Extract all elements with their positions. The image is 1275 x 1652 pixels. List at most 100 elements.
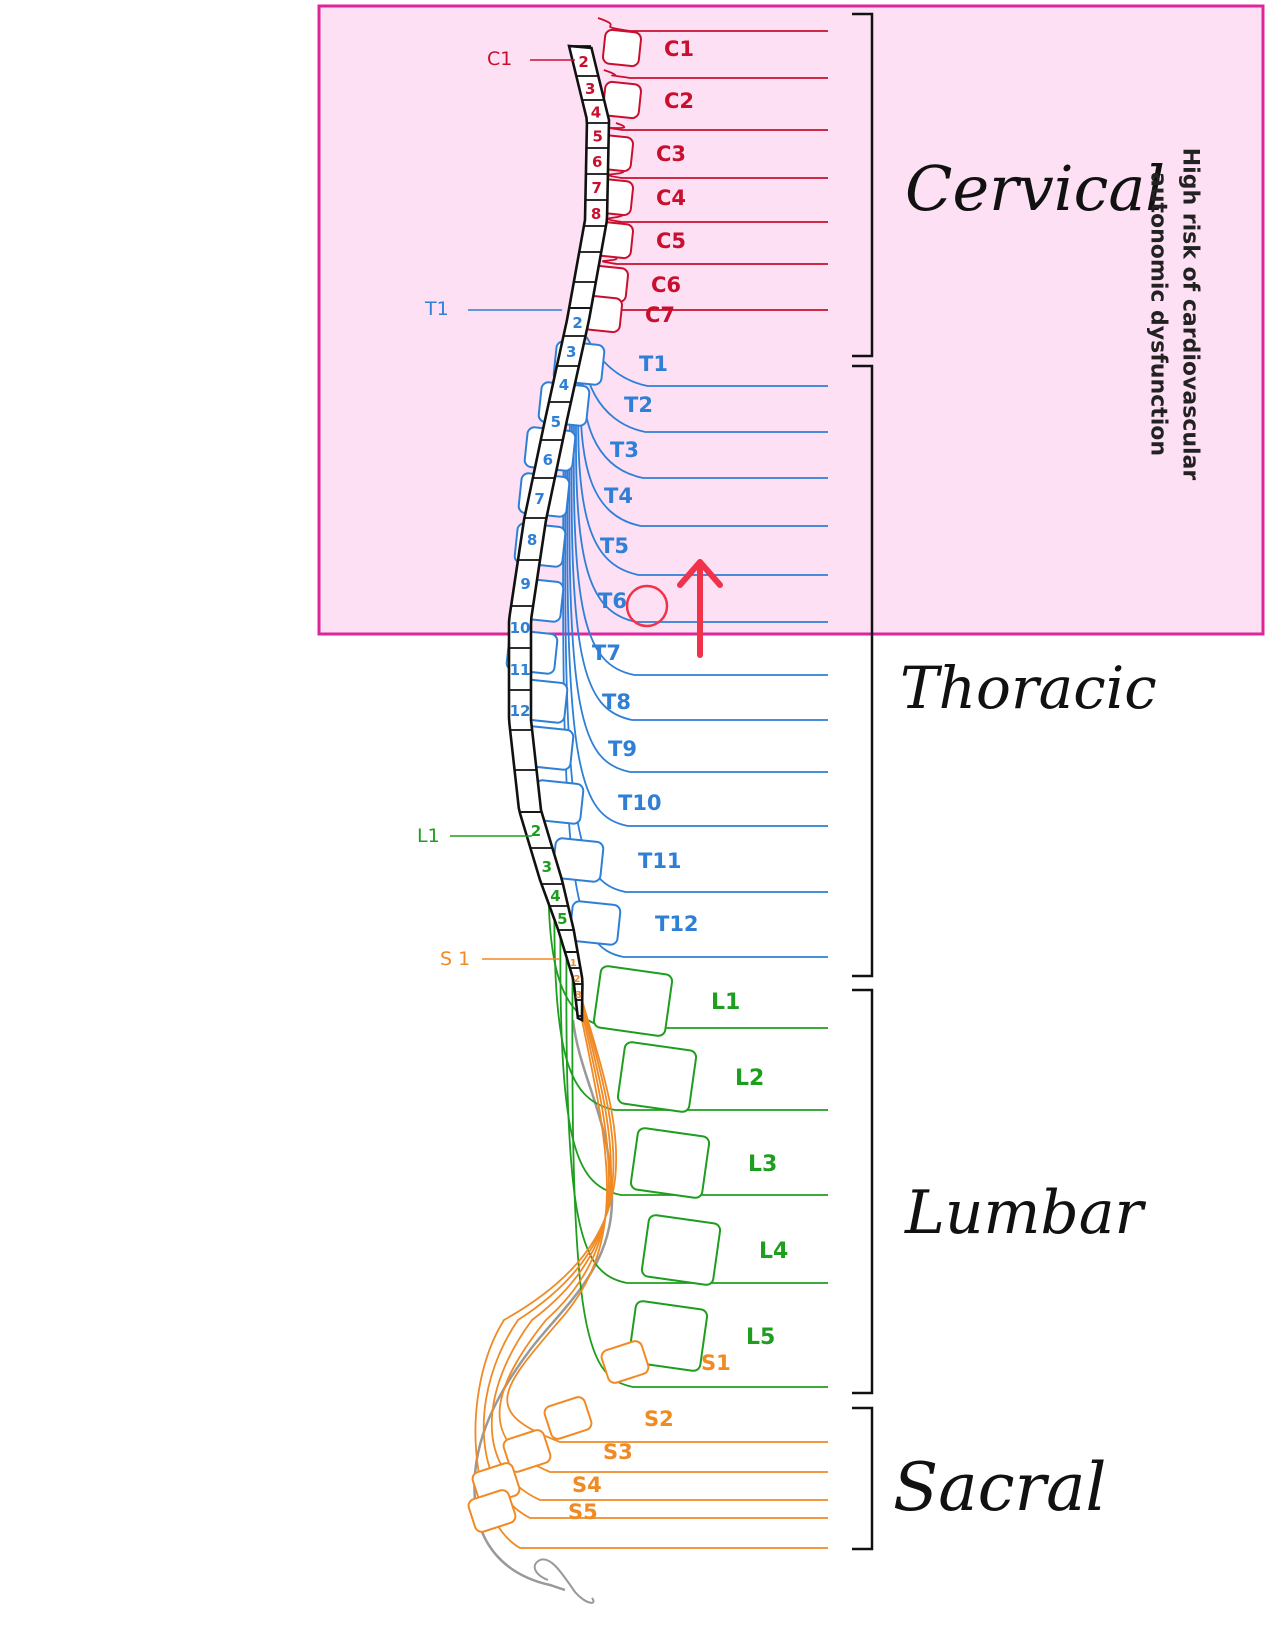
vertebral-body-L4 [640,1214,722,1286]
lumbar-vertebra-number-5: 5 [557,910,567,928]
thoracic-vertebra-number-3: 3 [566,343,576,361]
level-label-S2: S2 [644,1407,674,1431]
vertebral-body-S3 [502,1429,552,1473]
level-labels: C1C2C3C4C5C6C7T1T2T3T4T5T6T7T8T9T10T11T1… [568,37,788,1524]
cervical-nerve-C3 [607,122,828,131]
cervical-vertebra-number-8: 8 [591,205,601,223]
level-label-L2: L2 [735,1066,764,1091]
cervical-vertebra-number-6: 6 [592,153,602,171]
level-label-L4: L4 [759,1239,788,1264]
level-label-S1: S1 [701,1351,731,1375]
sacral-nerve-S2 [498,969,828,1473]
thoracic-vertebra-number-5: 5 [551,413,561,431]
sacral-vertebra-number-2: 2 [574,974,581,985]
cervical-vertebra-number-5: 5 [592,128,602,146]
level-label-C3: C3 [656,142,686,166]
level-label-T1: T1 [639,352,668,376]
region-label-thoracic: Thoracic [900,654,1157,722]
cervical-vertebra-number-2: 2 [578,53,588,71]
sacral-vertebra-number-1: 1 [570,958,577,969]
sacral-vertebra-number-3: 3 [575,990,582,1001]
thoracic-vertebra-number-11: 11 [510,661,531,679]
thoracic-vertebra-number-2: 2 [572,314,582,332]
vertebral-body-L5 [627,1300,709,1372]
thoracic-vertebra-number-8: 8 [527,531,537,549]
level-label-T11: T11 [638,849,682,873]
vertebral-body-L2 [616,1041,698,1113]
level-label-T8: T8 [602,690,631,714]
cervical-vertebra-number-3: 3 [585,80,595,98]
thoracic-nerve-T9 [568,419,828,773]
vertebral-body-S1 [600,1340,650,1384]
thoracic-vertebra-number-9: 9 [520,575,530,593]
bracket-thoracic [852,364,874,978]
vertebral-body-C1 [602,28,642,68]
level-label-L3: L3 [748,1152,777,1177]
bracket-sacral [852,1406,874,1551]
thoracic-nerve-T10 [566,429,828,827]
level-label-S3: S3 [603,1440,633,1464]
vertebral-body-S2 [543,1396,593,1440]
high-risk-text: High risk of cardiovascular autonomic dy… [1141,148,1205,481]
cervical-vertebra-number-7: 7 [591,179,601,197]
vertebral-body-T12 [568,900,622,946]
spine-pointer-T1: T1 [424,298,449,320]
high-risk-highlight-box [317,4,1265,636]
vertebral-body-L3 [629,1127,711,1199]
cervical-vertebra-number-4: 4 [591,104,601,122]
level-label-T2: T2 [624,393,653,417]
level-label-L1: L1 [711,990,740,1015]
lumbar-nerve-L4 [565,899,828,1284]
level-label-T4: T4 [604,484,633,508]
level-label-C5: C5 [656,229,686,253]
level-label-C1: C1 [664,37,694,61]
thoracic-vertebra-number-7: 7 [534,490,544,508]
level-label-C6: C6 [651,273,681,297]
coccyx-outline [533,1558,595,1604]
sacral-nerve-S1 [506,959,828,1443]
spinal-column-outline [507,44,611,1023]
level-label-S5: S5 [568,1500,598,1524]
level-label-T5: T5 [600,534,629,558]
thoracic-nerve-T5 [577,379,828,576]
vertebral-body-L1 [592,965,674,1037]
thoracic-vertebra-number-4: 4 [559,376,569,394]
thoracic-vertebra-number-10: 10 [510,619,531,637]
level-label-C7: C7 [645,303,675,327]
level-label-C4: C4 [656,186,686,210]
t6-marker-circle [625,584,669,628]
bracket-cervical [852,12,874,358]
bracket-lumbar [852,988,874,1395]
thoracic-vertebra-number-6: 6 [543,451,553,469]
region-brackets [852,12,874,1551]
cervical-nerve-C2 [603,69,828,79]
level-label-T3: T3 [610,438,639,462]
level-label-C2: C2 [664,89,694,113]
region-label-sacral: Sacral [893,1449,1107,1526]
level-label-T6: T6 [598,589,627,613]
level-label-S4: S4 [572,1473,602,1497]
spine-pointer-S1: S 1 [440,948,470,970]
high-risk-label: High risk of cardiovascular autonomic dy… [1098,124,1248,504]
thoracic-nerve-T6 [575,389,828,623]
spine-pointer-C1: C1 [487,48,512,70]
level-label-T10: T10 [618,791,662,815]
thoracic-nerve-T8 [570,409,828,721]
spine-pointer-L1: L1 [417,825,440,847]
high-risk-text-line-2: autonomic dysfunction [1145,171,1171,457]
level-label-T12: T12 [655,912,699,936]
level-label-T9: T9 [608,737,637,761]
thoracic-nerve-T7 [572,399,828,676]
upward-arrow-icon [677,559,723,658]
region-label-lumbar: Lumbar [904,1178,1147,1248]
sacral-nerve-S3 [490,979,828,1501]
lumbar-vertebra-number-3: 3 [542,858,552,876]
lumbar-vertebra-number-2: 2 [531,822,541,840]
thoracic-vertebra-number-12: 12 [510,702,531,720]
region-label-cervical: Cervical [905,152,1165,225]
level-label-L5: L5 [746,1325,775,1350]
